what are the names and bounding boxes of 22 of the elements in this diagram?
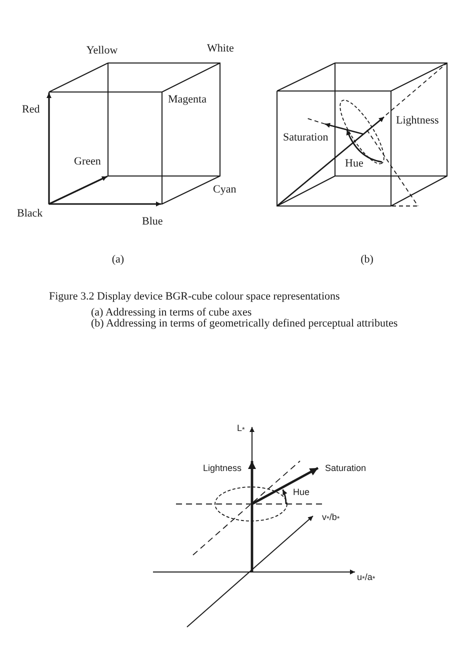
corner-label: Red	[22, 104, 40, 116]
corner-label: Green	[74, 156, 101, 168]
corner-label: Cyan	[213, 184, 236, 196]
corner-label: Black	[17, 208, 43, 220]
caption-line: (b) Addressing in terms of geometrically defined perceptual attributes	[91, 318, 398, 330]
attribute-label: Lightness	[203, 462, 242, 474]
attribute-label: Saturation	[283, 132, 328, 144]
corner-label: White	[207, 42, 234, 56]
attribute-label: Saturation	[325, 462, 366, 474]
corner-label: Magenta	[168, 94, 206, 106]
panel-label: (b)	[360, 254, 374, 266]
axis-label: L$_{*}$	[237, 422, 245, 434]
axis-label: u$_{*}$/a$_{*}$	[357, 572, 376, 582]
figure-caption: Figure 3.2 Display device BGR-cube colour space representations	[49, 290, 340, 304]
attribute-label: Lightness	[396, 114, 439, 128]
corner-label: Blue	[142, 216, 163, 228]
corner-label: Yellow	[86, 44, 118, 58]
panel-label: (a)	[112, 254, 124, 266]
caption-line: (a) Addressing in terms of cube axes	[91, 306, 252, 319]
attribute-label: Hue	[293, 486, 310, 498]
axis-label: v$_{*}$/b$_{*}$	[322, 512, 340, 522]
attribute-label: Hue	[345, 158, 364, 170]
